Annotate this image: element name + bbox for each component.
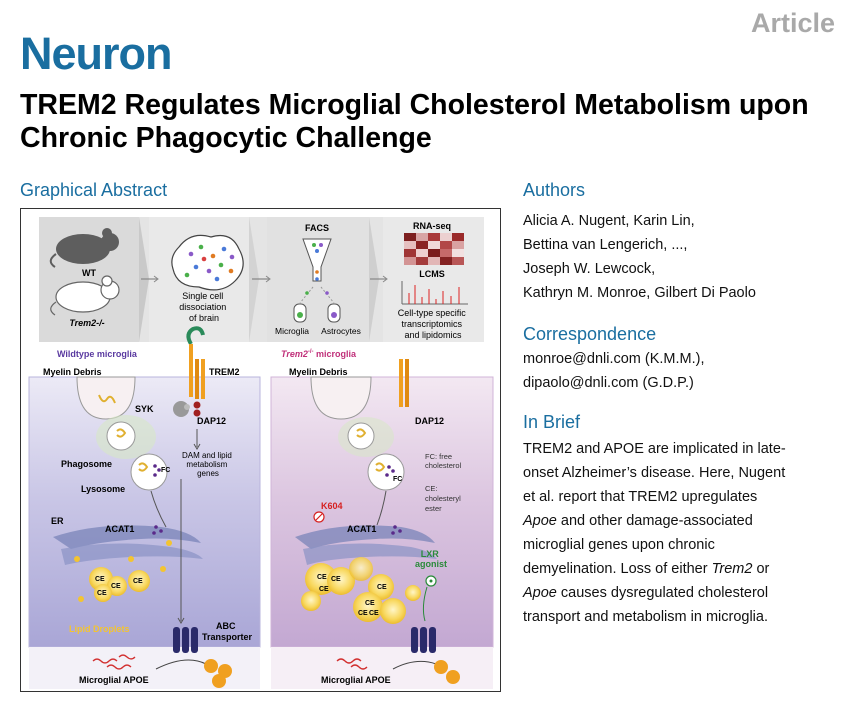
rnaseq-heatmap-icon	[404, 233, 464, 265]
facs-label: FACS	[305, 223, 329, 233]
k604-label: K604	[321, 501, 343, 511]
fc-definition: FC: free cholesterol	[425, 452, 462, 470]
in-brief-line: Apoe causes dysregulated cholesterol	[523, 585, 769, 601]
microglia-label: Microglia	[275, 326, 309, 336]
ko-ce-label: CE	[358, 610, 368, 617]
article-title: TREM2 Regulates Microglial Cholesterol M…	[20, 89, 809, 154]
trem2-ko-mouse-icon	[50, 275, 120, 316]
in-brief-line: TREM2 and APOE are implicated in late-	[523, 441, 786, 457]
wt-abc-transporter-icon	[173, 627, 198, 653]
wt-ce-label: CE	[111, 583, 121, 590]
wt-debris-icon	[98, 394, 116, 404]
wt-panel-title: Wildtype microglia	[57, 349, 138, 359]
astrocytes-label: Astrocytes	[321, 326, 361, 336]
wt-ce-label: CE	[133, 578, 143, 585]
graphical-abstract-svg: WT Trem2-/- Single cell dissociation of …	[28, 217, 494, 689]
wt-phagosome-label: Phagosome	[61, 459, 112, 469]
lxr-agonist-icon	[422, 575, 437, 622]
dam-genes-label: DAM and lipid metabolism genes	[182, 451, 234, 478]
wt-er-label: ER	[51, 516, 64, 526]
wt-acat1-label: ACAT1	[105, 524, 134, 534]
correspondence-list: monroe@dnli.com (K.M.M.), dipaolo@dnli.c…	[523, 347, 838, 395]
wt-ce-label: CE	[97, 590, 107, 597]
wt-phagocytic-cup	[76, 376, 136, 420]
brain-cell-suspension-icon	[171, 234, 244, 291]
ko-panel-title: Trem2-/- microglia	[281, 349, 357, 359]
wt-fc-label: FC	[161, 467, 170, 474]
in-brief-line: microglial genes upon chronic	[523, 537, 715, 553]
ko-lipid-droplets	[301, 557, 421, 624]
facs-stream	[299, 243, 335, 304]
ko-ce-label: CE	[369, 610, 379, 617]
wt-myelin-label: Myelin Debris	[43, 367, 102, 377]
omics-label: Cell-type specific transcriptomics and l…	[398, 308, 469, 340]
ko-ce-label: CE	[365, 600, 375, 607]
in-brief-line: transport and metabolism in microglia.	[523, 609, 768, 625]
ko-acat1-label: ACAT1	[347, 524, 376, 534]
authors-heading: Authors	[523, 180, 586, 200]
syk-label: SYK	[135, 404, 154, 414]
ko-ce-label: CE	[317, 574, 327, 581]
wt-ce-label: CE	[95, 576, 105, 583]
ko-dap12-icon	[399, 359, 409, 407]
wt-dap12-label: DAP12	[197, 416, 226, 426]
authors-line: Kathryn M. Monroe, Gilbert Di Paolo	[523, 285, 756, 301]
facs-funnel-icon	[302, 238, 332, 282]
wt-apoe-icon	[92, 654, 232, 688]
correspondence-email-link[interactable]: monroe@dnli.com (K.M.M.),	[523, 351, 705, 367]
ko-lysosome-icon	[367, 453, 405, 491]
ko-myelin-label: Myelin Debris	[289, 367, 348, 377]
in-brief-line: onset Alzheimer’s disease. Here, Nugent	[523, 465, 786, 481]
ko-dap12-label: DAP12	[415, 416, 444, 426]
microglia-tube-icon	[293, 303, 307, 323]
ce-definition: CE: cholesteryl ester	[425, 484, 463, 513]
in-brief-line: et al. report that TREM2 upregulates	[523, 489, 758, 505]
lcms-spectrum-icon	[401, 281, 468, 305]
authors-line: Alicia A. Nugent, Karin Lin,	[523, 213, 695, 229]
ko-phagocytic-cup	[310, 376, 372, 420]
dissociation-label: Single cell dissociation of brain	[179, 291, 229, 323]
wt-label: WT	[82, 268, 96, 278]
ko-ce-label: CE	[377, 584, 387, 591]
lipid-droplets-label: Lipid Droplets	[69, 624, 130, 634]
syk-icon	[173, 401, 190, 417]
wt-mouse-icon	[49, 228, 119, 268]
correspondence-email-link[interactable]: dipaolo@dnli.com (G.D.P.)	[523, 375, 694, 391]
k604-inhibitor-icon	[313, 511, 325, 523]
rnaseq-label: RNA-seq	[413, 221, 451, 231]
ko-ce-label: CE	[319, 586, 329, 593]
gene-apoe: Apoe	[523, 513, 557, 529]
article-type-label: Article	[750, 8, 835, 38]
journal-logo: Neuron	[20, 28, 172, 79]
wt-lysosome-label: Lysosome	[81, 484, 125, 494]
wt-lipid-droplets	[74, 540, 172, 602]
graphical-abstract-heading: Graphical Abstract	[20, 180, 168, 200]
wt-trem2-label: TREM2	[209, 367, 240, 377]
lxr-agonist-label: LXR agonist	[415, 549, 447, 569]
in-brief-line: Apoe and other damage-associated	[523, 513, 753, 529]
ko-label: Trem2-/-	[69, 318, 104, 328]
graphical-abstract-figure: WT Trem2-/- Single cell dissociation of …	[20, 208, 501, 692]
in-brief-text: TREM2 and APOE are implicated in late- o…	[523, 437, 838, 629]
in-brief-heading: In Brief	[523, 412, 581, 432]
ko-abc-transporter-icon	[411, 627, 436, 653]
gene-apoe: Apoe	[523, 585, 557, 601]
wt-apoe-label: Microglial APOE	[79, 675, 149, 685]
correspondence-heading: Correspondence	[523, 324, 657, 344]
abc-transporter-label: ABC Transporter	[202, 621, 253, 642]
cell-dots	[184, 244, 235, 282]
authors-line: Joseph W. Lewcock,	[523, 261, 656, 277]
wt-trem2-receptor-icon	[186, 326, 205, 417]
astrocytes-tube-icon	[327, 303, 341, 323]
authors-line: Bettina van Lengerich, ...,	[523, 237, 688, 253]
gene-trem2: Trem2	[711, 561, 753, 577]
authors-list: Alicia A. Nugent, Karin Lin, Bettina van…	[523, 209, 838, 305]
ko-fc-label: FC	[393, 476, 402, 483]
ko-apoe-icon	[336, 658, 460, 684]
wt-er-icon	[53, 525, 203, 565]
ko-ce-label: CE	[331, 576, 341, 583]
ko-apoe-label: Microglial APOE	[321, 675, 391, 685]
lcms-label: LCMS	[419, 269, 445, 279]
in-brief-line: demyelination. Loss of either Trem2 or	[523, 561, 770, 577]
